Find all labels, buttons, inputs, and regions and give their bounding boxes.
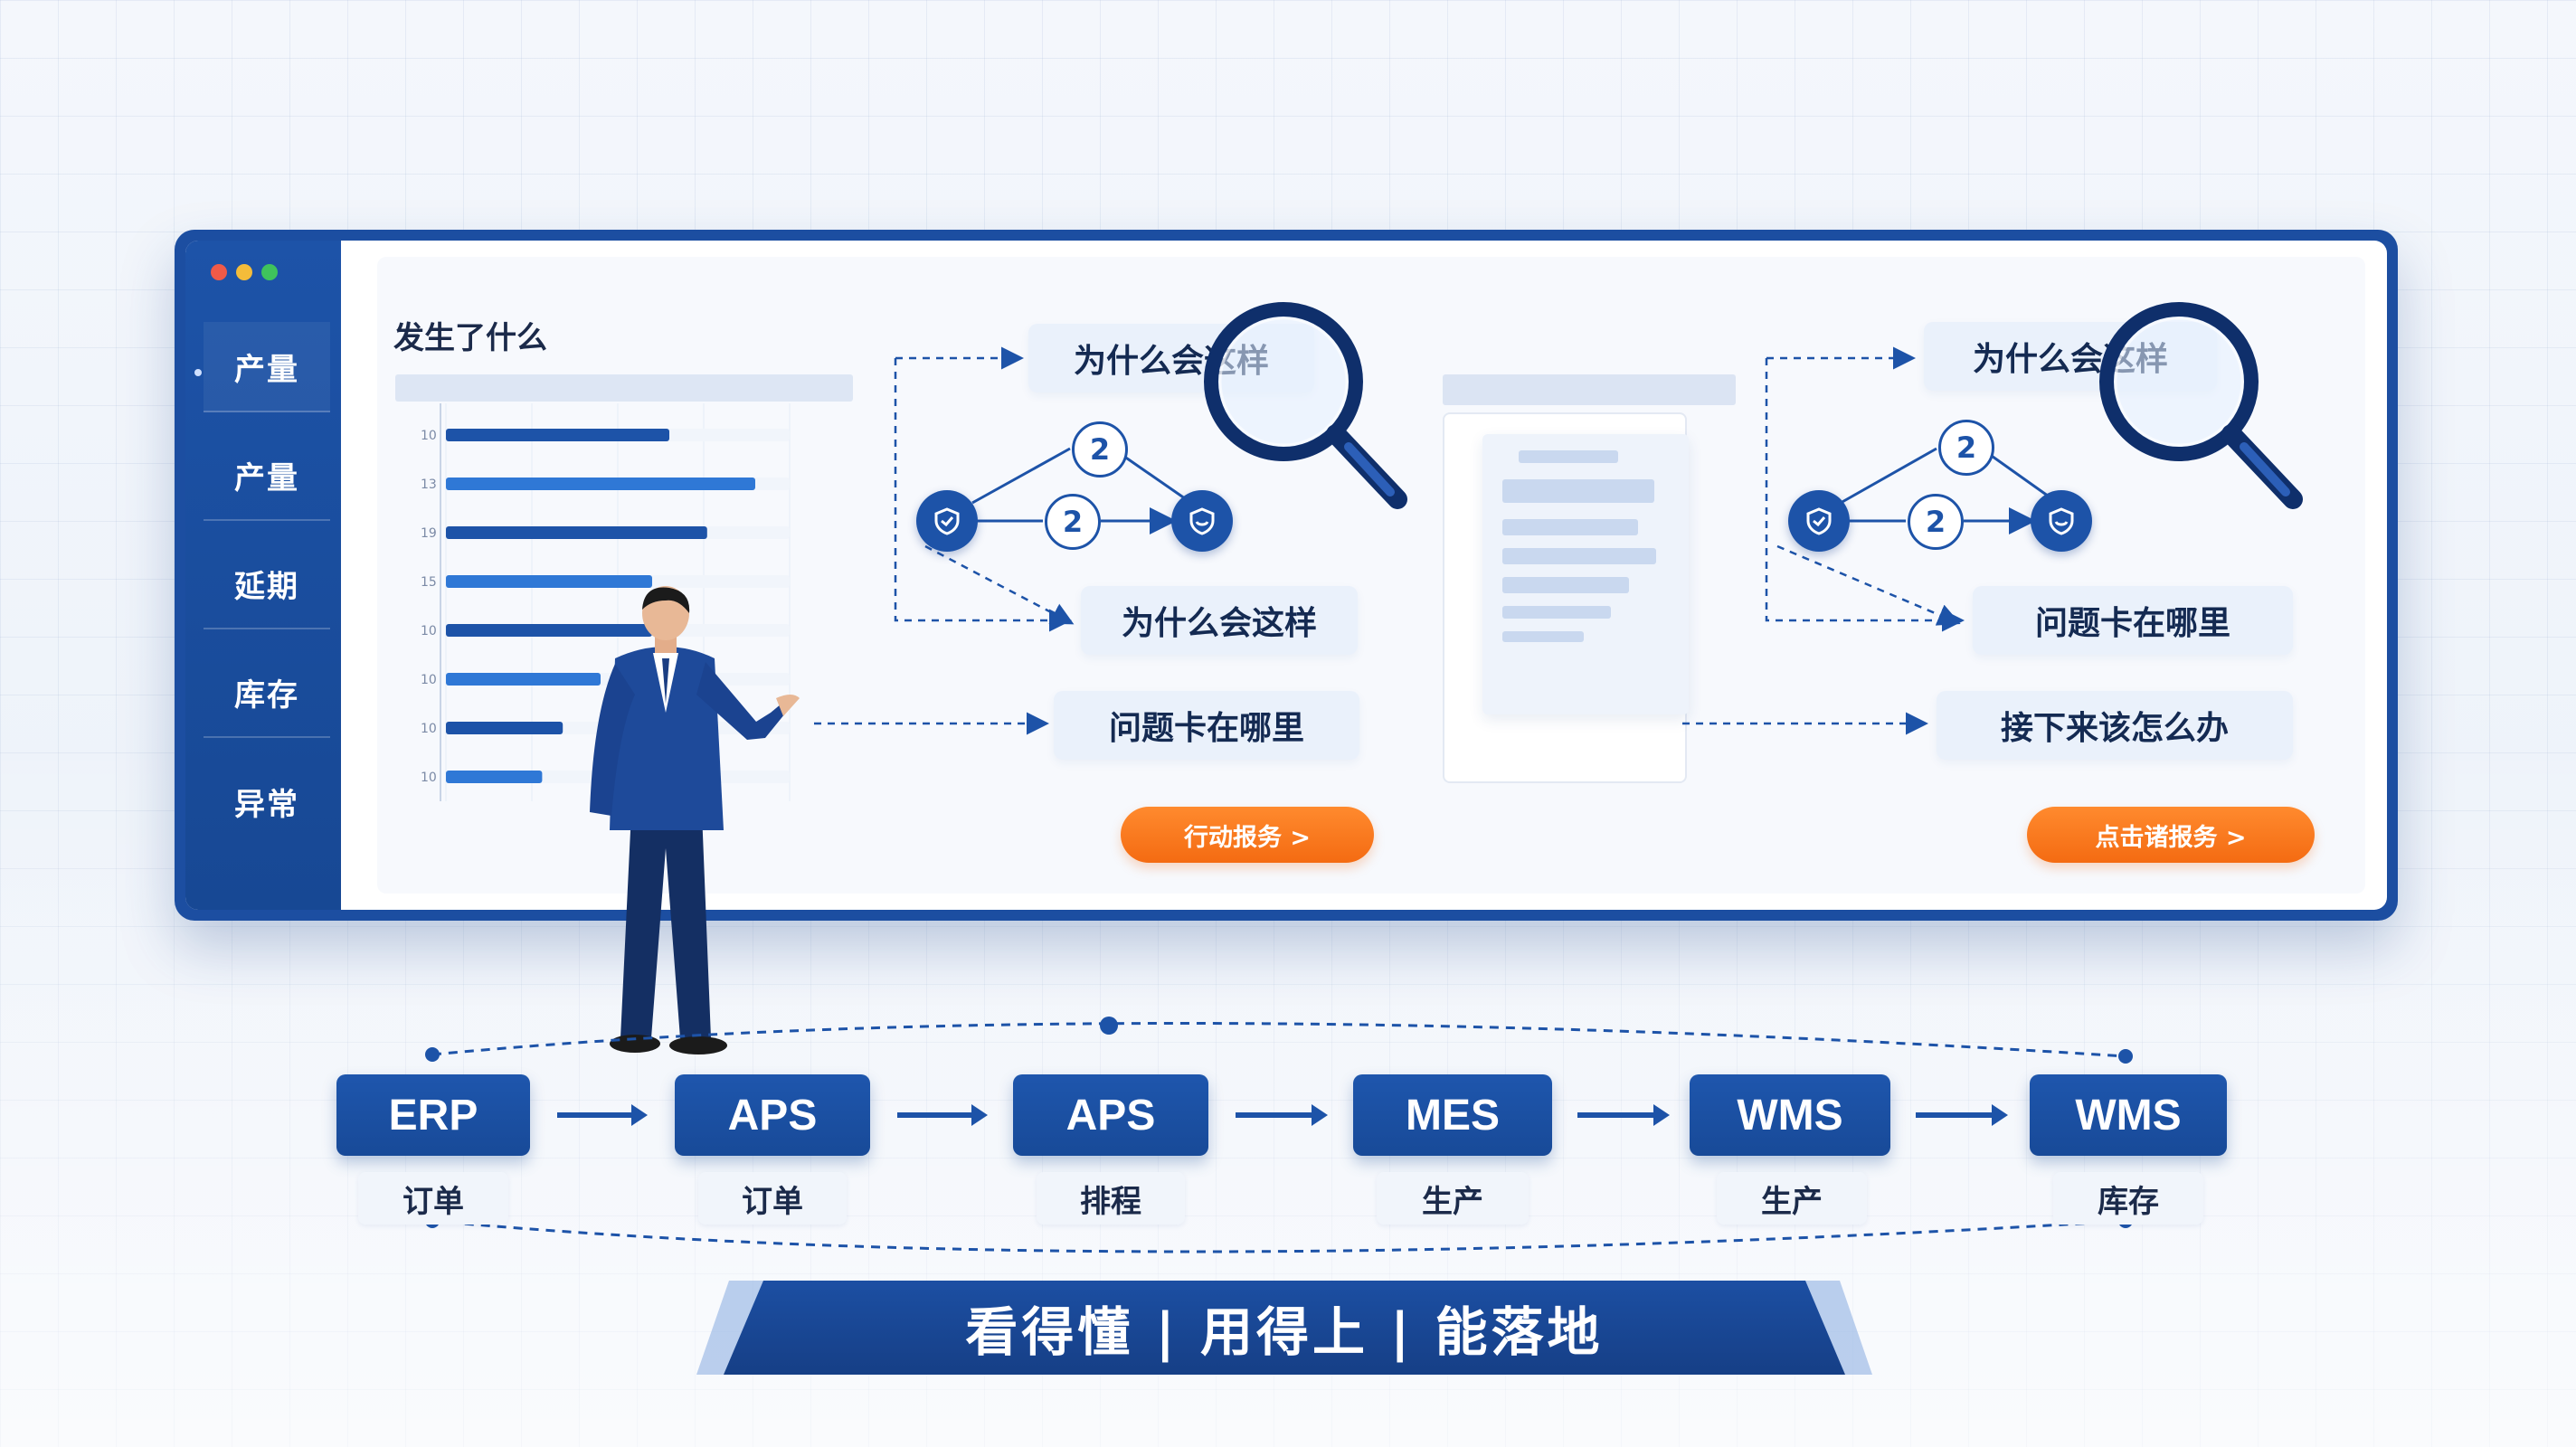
sidebar-item-output-2[interactable]: 产量 (204, 430, 330, 521)
document-icon (1482, 434, 1689, 714)
label-aps: 订单 (698, 1172, 847, 1225)
bar[interactable] (446, 624, 652, 637)
doc-header-bar (1443, 374, 1736, 405)
sidebar-item-exception[interactable]: 异常 (234, 786, 299, 823)
step-node-top: 2 (1072, 421, 1128, 478)
arrow-4 (1577, 1104, 1670, 1126)
arrow-1 (557, 1104, 648, 1126)
system-wms[interactable]: WMS (1690, 1074, 1890, 1156)
click-report-button[interactable]: 点击诸报务 > (2027, 807, 2315, 863)
bar-tick-label: 10 (421, 771, 437, 785)
shield-node-icon (916, 490, 978, 552)
system-mes[interactable]: MES (1353, 1074, 1552, 1156)
bar[interactable] (446, 673, 601, 686)
magnifier-icon (1204, 302, 1407, 509)
bar-tick-label: 10 (421, 673, 437, 687)
step-node-middle: 2 (1045, 494, 1101, 550)
bar[interactable] (446, 771, 543, 783)
chart-title: 发生了什么 (393, 320, 547, 356)
step-node-middle-2: 2 (1908, 494, 1964, 550)
sidebar: 产量 产量 延期 库存 异常 (185, 241, 341, 910)
bar-tick-label: 15 (421, 575, 437, 590)
bar[interactable] (446, 526, 707, 539)
bar-tick-label: 10 (421, 722, 437, 736)
bar-tick-label: 13 (421, 478, 437, 492)
step-node-top-2: 2 (1938, 420, 1994, 476)
window-controls (211, 264, 278, 280)
shield-target-icon-2 (2031, 490, 2092, 552)
question-next-step[interactable]: 接下来该怎么办 (1937, 691, 2293, 760)
maximize-window-icon[interactable] (261, 264, 278, 280)
presenter-figure (590, 586, 800, 1055)
slogan-banner: 看得懂 | 用得上 | 能落地 (696, 1281, 1872, 1375)
question-where-stuck[interactable]: 问题卡在哪里 (1054, 691, 1359, 760)
minimize-window-icon[interactable] (236, 264, 252, 280)
dashboard-window: 产量 产量 延期 库存 异常 发生了什么 10 13 19 15 10 10 10 10 (175, 230, 2398, 921)
bar[interactable] (446, 575, 652, 588)
dashboard-window-inner: 产量 产量 延期 库存 异常 发生了什么 10 13 19 15 10 10 10 10 (185, 241, 2387, 910)
arrow-2 (897, 1104, 988, 1126)
action-report-button[interactable]: 行动报务 > (1121, 807, 1374, 863)
sidebar-item-delay[interactable]: 延期 (204, 539, 330, 629)
label-wms-2: 库存 (2053, 1172, 2203, 1225)
label-aps-2: 排程 (1037, 1172, 1185, 1225)
close-window-icon[interactable] (211, 264, 227, 280)
sidebar-item-inventory[interactable]: 库存 (204, 648, 330, 738)
system-aps-2[interactable]: APS (1013, 1074, 1208, 1156)
system-aps[interactable]: APS (675, 1074, 870, 1156)
bar-tick-label: 10 (421, 429, 437, 443)
bar[interactable] (446, 478, 755, 490)
system-wms-2[interactable]: WMS (2030, 1074, 2227, 1156)
slogan-text: 看得懂 | 用得上 | 能落地 (724, 1281, 1845, 1375)
chart-header-bar (395, 374, 853, 402)
label-erp: 订单 (358, 1172, 508, 1225)
active-indicator (194, 369, 202, 376)
bar[interactable] (446, 722, 564, 734)
bar[interactable] (446, 429, 669, 441)
bar-tick-label: 10 (421, 624, 437, 638)
magnifier-icon-2 (2099, 302, 2303, 509)
sidebar-item-output[interactable]: 产量 (204, 322, 330, 412)
arrow-5 (1916, 1104, 2008, 1126)
label-mes: 生产 (1377, 1172, 1529, 1225)
label-wms: 生产 (1717, 1172, 1867, 1225)
system-erp[interactable]: ERP (336, 1074, 530, 1156)
shield-target-icon (1171, 490, 1233, 552)
bar-tick-label: 19 (421, 526, 437, 541)
question-why-2[interactable]: 为什么会这样 (1081, 586, 1358, 655)
question-where-stuck-2[interactable]: 问题卡在哪里 (1973, 586, 2293, 655)
shield-node-icon-2 (1788, 490, 1850, 552)
arrow-3 (1236, 1104, 1328, 1126)
